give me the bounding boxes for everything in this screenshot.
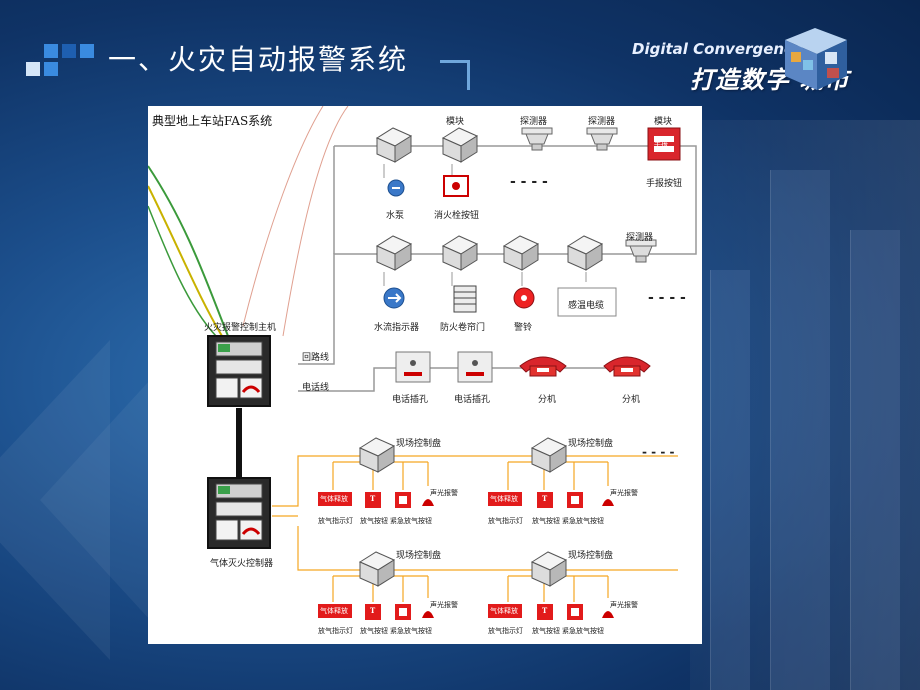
slide-title: 一、火灾自动报警系统 <box>108 43 409 76</box>
manual-button-caption: 手报按钮 <box>646 179 683 189</box>
gas-release-sign: 气体释放 <box>320 607 348 615</box>
diagram-title: 典型地上车站FAS系统 <box>152 114 273 128</box>
deco-square <box>26 62 40 76</box>
panel-label: 现场控制盘 <box>396 439 442 449</box>
gas-release-sign: 气体释放 <box>320 495 348 503</box>
module-label: 模块 <box>446 117 465 127</box>
deco-square <box>44 44 58 58</box>
gas-controller-label: 气体灭火控制器 <box>210 559 274 569</box>
deco-square <box>44 62 58 76</box>
button-label: 放气按钮 <box>360 627 388 635</box>
shutter-label: 防火卷帘门 <box>440 323 486 333</box>
gas-release-sign: 气体释放 <box>490 607 518 615</box>
button-label: 放气按钮 <box>532 627 560 635</box>
light-label: 放气指示灯 <box>318 517 353 525</box>
brand-cube-icon <box>785 28 847 90</box>
svg-text:- - - -: - - - - <box>510 174 548 190</box>
light-label: 放气指示灯 <box>488 517 523 525</box>
panel-label: 现场控制盘 <box>568 551 614 561</box>
main-controller-label: 火灾报警控制主机 <box>204 323 277 333</box>
background-city <box>690 120 920 690</box>
t-button-mark: T <box>542 494 548 503</box>
emergency-label: 紧急放气按钮 <box>390 517 432 525</box>
module-label: 模块 <box>654 117 673 127</box>
cable-label: 感温电缆 <box>568 301 605 311</box>
bell-label: 警铃 <box>514 323 533 333</box>
title-bracket <box>440 60 470 90</box>
alarm-label: 声光报警 <box>430 601 458 609</box>
alarm-label: 声光报警 <box>610 489 638 497</box>
phone-jack-label: 电话插孔 <box>392 395 429 405</box>
background-tower <box>710 270 750 690</box>
loop-line-label: 回路线 <box>302 353 330 363</box>
deco-square <box>62 44 76 58</box>
detector-label: 探测器 <box>520 117 548 127</box>
manual-button-icon <box>647 127 681 161</box>
background-tower <box>850 230 900 690</box>
background-tower <box>770 170 830 690</box>
svg-text:- - - -: - - - - <box>642 445 674 459</box>
phone-jack-label: 电话插孔 <box>454 395 491 405</box>
diagram-drawing: - - - - - - - - <box>148 106 697 620</box>
t-button-mark: T <box>370 494 376 503</box>
emergency-label: 紧急放气按钮 <box>390 627 432 635</box>
hydrant-button-label: 消火栓按钮 <box>434 211 480 221</box>
extension-label: 分机 <box>622 395 641 405</box>
emergency-label: 紧急放气按钮 <box>562 627 604 635</box>
gas-release-sign: 气体释放 <box>490 495 518 503</box>
alarm-label: 声光报警 <box>430 489 458 497</box>
alarm-label: 声光报警 <box>610 601 638 609</box>
title-bar: 一、火灾自动报警系统 Digital Convergence: 打造数字 城市 <box>0 0 920 100</box>
svg-text:- - - -: - - - - <box>648 290 686 306</box>
t-button-mark: T <box>542 606 548 615</box>
panel-label: 现场控制盘 <box>568 439 614 449</box>
button-label: 放气按钮 <box>360 517 388 525</box>
phone-line-label: 电话线 <box>302 383 330 393</box>
fas-diagram: - - - - - - - - <box>148 106 702 644</box>
flow-indicator-label: 水流指示器 <box>374 323 420 333</box>
emergency-label: 紧急放气按钮 <box>562 517 604 525</box>
light-label: 放气指示灯 <box>318 627 353 635</box>
button-label: 放气按钮 <box>532 517 560 525</box>
t-button-mark: T <box>370 606 376 615</box>
extension-label: 分机 <box>538 395 557 405</box>
light-label: 放气指示灯 <box>488 627 523 635</box>
background-chevron <box>40 380 150 620</box>
manual-button-label: 手报 <box>654 140 668 148</box>
deco-square <box>80 44 94 58</box>
detector-label: 探测器 <box>588 117 616 127</box>
brand-tagline: Digital Convergence: <box>632 40 810 58</box>
pump-label: 水泵 <box>386 211 405 221</box>
background-chevron <box>0 340 110 660</box>
panel-label: 现场控制盘 <box>396 551 442 561</box>
detector-label: 探测器 <box>626 233 654 243</box>
